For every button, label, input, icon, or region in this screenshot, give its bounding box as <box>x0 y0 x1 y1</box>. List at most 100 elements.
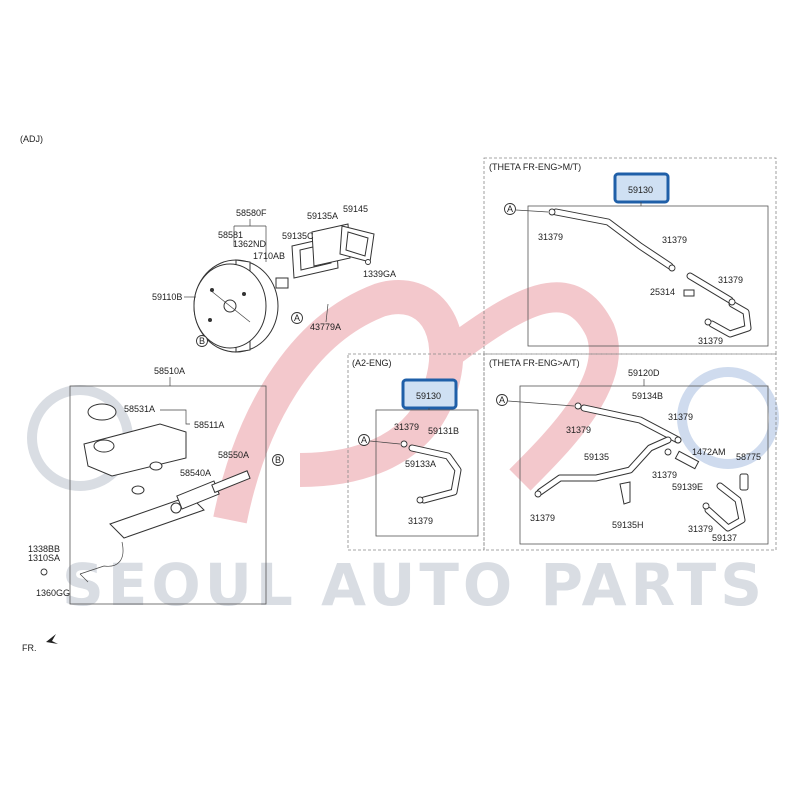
ref-mark-a-at: A <box>496 394 508 406</box>
watermark: SEOUL AUTO PARTS <box>27 280 779 619</box>
section-mt-inner <box>527 205 769 347</box>
section-a2-inner <box>375 409 479 537</box>
label-58550A: 58550A <box>218 450 249 460</box>
label-58510A: 58510A <box>154 366 185 376</box>
label-1310SA: 1310SA <box>28 553 60 563</box>
at-label-59139E: 59139E <box>672 482 703 492</box>
label-59135A: 59135A <box>307 211 338 221</box>
gasket-59145-inner <box>345 231 369 257</box>
label-59110B: 59110B <box>152 292 182 302</box>
ref-mark-a-booster: A <box>291 312 303 324</box>
label-1339GA: 1339GA <box>363 269 396 279</box>
seal-ring <box>170 502 182 514</box>
mt-59130-highlight <box>613 172 670 204</box>
at-bracket-59135h <box>619 481 631 505</box>
booster-line <box>209 289 251 323</box>
fr-label: FR. <box>22 643 37 653</box>
label-1338BB: 1338BB <box>28 544 60 554</box>
at-label-58775: 58775 <box>736 452 761 462</box>
at-part-58775 <box>739 473 749 491</box>
ref-mark-b-cylinder: B <box>272 454 284 466</box>
mt-clamp-d <box>704 318 712 326</box>
label-1362ND: 1362ND <box>233 239 267 249</box>
a2-label-31379-a: 31379 <box>394 422 419 432</box>
watermark-swoosh-red <box>213 280 464 524</box>
corner-text: (ADJ) <box>20 134 43 144</box>
at-clamp-a <box>574 402 582 410</box>
leader-58580F <box>233 219 267 262</box>
at-leader-a <box>507 400 575 407</box>
at-clamp-c <box>664 448 672 456</box>
mt-label-59130: 59130 <box>628 185 653 195</box>
label-58540A: 58540A <box>180 468 211 478</box>
at-label-59135: 59135 <box>584 452 609 462</box>
mt-connector-25314 <box>683 289 695 297</box>
check-valve <box>275 277 289 289</box>
at-label-31379-d: 31379 <box>530 513 555 523</box>
watermark-swoosh-red-2 <box>431 282 619 491</box>
reservoir-neck <box>93 439 115 453</box>
a2-clamp-a <box>400 440 408 448</box>
label-58531A: 58531A <box>124 404 155 414</box>
at-clamp-d <box>534 490 542 498</box>
svg-text:B: B <box>199 336 205 346</box>
at-connector-59139e <box>674 450 700 470</box>
grommet-1 <box>149 461 163 471</box>
a2-hoses <box>400 440 462 504</box>
a2-59130-highlight <box>401 378 458 410</box>
brake-booster <box>193 259 289 353</box>
section-a2-title: (A2-ENG) <box>352 358 392 368</box>
label-43779A: 43779A <box>310 322 341 332</box>
watermark-bottom-text: SEOUL AUTO PARTS <box>62 551 762 619</box>
at-clamp-e <box>702 502 710 510</box>
a2-clamp-b <box>416 496 424 504</box>
mt-label-31379-c: 31379 <box>718 275 743 285</box>
section-at-frame <box>483 353 777 551</box>
mt-label-31379-a: 31379 <box>538 232 563 242</box>
svg-text:A: A <box>361 435 367 445</box>
svg-text:A: A <box>499 395 505 405</box>
label-58511A: 58511A <box>194 420 224 430</box>
at-hoses <box>534 402 749 532</box>
bolt-1339ga-icon <box>365 259 371 265</box>
section-a2-frame <box>347 353 485 551</box>
at-clamp-b <box>674 436 682 444</box>
at-label-59137: 59137 <box>712 533 737 543</box>
a2-leader-a <box>369 440 401 445</box>
bolt-1338bb-icon <box>40 568 48 576</box>
spacer-59135a <box>311 223 351 267</box>
label-1710AB: 1710AB <box>253 251 285 261</box>
svg-text:A: A <box>294 313 300 323</box>
sensor-wire <box>79 541 124 583</box>
at-label-59120D: 59120D <box>628 368 660 378</box>
fr-arrow-icon <box>46 634 58 644</box>
mt-clamp-a <box>548 208 556 216</box>
label-59145: 59145 <box>343 204 368 214</box>
a2-label-59130: 59130 <box>416 391 441 401</box>
a2-label-31379-b: 31379 <box>408 516 433 526</box>
label-58581: 58581 <box>218 230 243 240</box>
master-cylinder <box>40 403 251 583</box>
at-label-59135H: 59135H <box>612 520 644 530</box>
ref-mark-a-mt: A <box>504 203 516 215</box>
mt-hoses <box>548 208 752 338</box>
push-rod <box>211 470 251 494</box>
booster-stud-2 <box>208 318 212 322</box>
svg-text:B: B <box>275 455 281 465</box>
label-1360GG: 1360GG <box>36 588 70 598</box>
mt-label-25314: 25314 <box>650 287 675 297</box>
at-label-31379-a: 31379 <box>566 425 591 435</box>
ref-mark-a-a2: A <box>358 434 370 446</box>
grommet-2 <box>131 485 145 495</box>
mt-clamp-b <box>668 264 676 272</box>
at-label-31379-c: 31379 <box>652 470 677 480</box>
section-mt-frame <box>483 157 777 355</box>
booster-stud-3 <box>242 292 246 296</box>
ref-mark-b-booster: B <box>196 335 208 347</box>
label-58580F: 58580F <box>236 208 267 218</box>
a2-label-59131B: 59131B <box>428 426 459 436</box>
mt-label-31379-d: 31379 <box>698 336 723 346</box>
section-at-title: (THETA FR-ENG>A/T) <box>489 358 580 368</box>
